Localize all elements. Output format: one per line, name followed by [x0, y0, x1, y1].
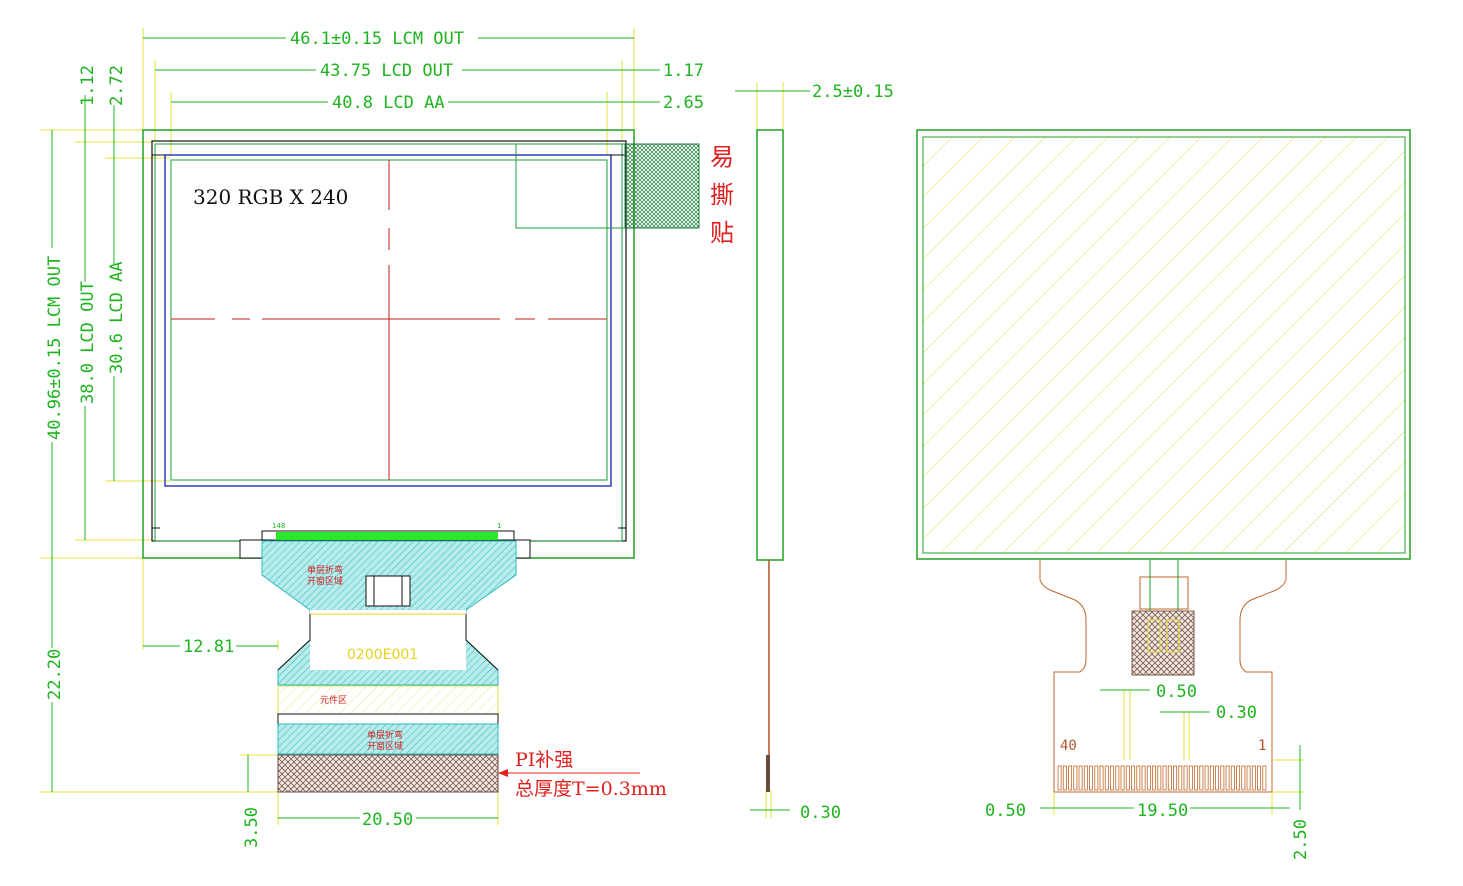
dim-offset-2-72: 2.72 — [107, 65, 127, 106]
bend-window-label-2b: 开窗区域 — [367, 740, 403, 752]
dim-pin-span: 19.50 — [1137, 801, 1188, 821]
part-number: 0200E001 — [347, 647, 418, 663]
fpc-pin — [1209, 765, 1214, 791]
fpc-pin — [1094, 765, 1099, 791]
fpc-pin-left-label: 148 — [272, 522, 285, 530]
back-view: 40 1 0.50 0.30 0.50 19.50 2.50 — [916, 129, 1411, 860]
fpc-pin — [1167, 765, 1172, 791]
easy-peel-char-2: 撕 — [710, 181, 734, 209]
fpc-pin — [1057, 765, 1062, 791]
bend-window-label-1a: 单层折弯 — [307, 564, 343, 576]
fpc-pin-row — [1057, 765, 1267, 791]
fpc-pin — [1099, 765, 1104, 791]
fpc-pin — [1241, 765, 1246, 791]
dim-stiffener-width: 20.50 — [362, 810, 413, 830]
fpc-pin — [1162, 765, 1167, 791]
fpc-pin — [1083, 765, 1088, 791]
pin-1-label: 1 — [1258, 738, 1266, 754]
easy-peel-char-1: 易 — [710, 143, 734, 171]
dim-lcd-aa-height: 30.6 LCD AA — [107, 261, 127, 374]
dim-module-thickness: 2.5±0.15 — [812, 82, 894, 102]
pin-40-label: 40 — [1060, 738, 1077, 754]
dim-lcm-out-height: 40.96±0.15 LCM OUT — [45, 256, 65, 440]
component-area-label: 元件区 — [320, 694, 347, 706]
fpc-pin — [1136, 765, 1141, 791]
fpc-pin — [1225, 765, 1230, 791]
fpc-pin — [1131, 765, 1136, 791]
fpc-pin — [1146, 765, 1151, 791]
fpc-pin — [1262, 765, 1267, 791]
fpc-pin — [1199, 765, 1204, 791]
fpc-pin — [1194, 765, 1199, 791]
dim-stiffener-height: 3.50 — [242, 807, 262, 848]
total-thickness-label: 总厚度T=0.3mm — [515, 778, 667, 800]
fpc-pin — [1062, 765, 1067, 791]
fpc-pin — [1246, 765, 1251, 791]
dim-pad-width: 0.30 — [1216, 703, 1257, 723]
fpc-pin — [1188, 765, 1193, 791]
fpc-pin — [1073, 765, 1078, 791]
dim-edge-margin: 0.50 — [985, 801, 1026, 821]
fpc-pin — [1173, 765, 1178, 791]
fpc-pin — [1204, 765, 1209, 791]
fpc-pin — [1068, 765, 1073, 791]
dim-lcd-out-width: 43.75 LCD OUT — [320, 61, 453, 81]
side-view: 2.5±0.15 0.30 — [735, 82, 894, 823]
fpc-pin — [1183, 765, 1188, 791]
fpc-pin — [1236, 765, 1241, 791]
fpc-pin — [1110, 765, 1115, 791]
fpc-pin — [1089, 765, 1094, 791]
dim-lcm-out-width: 46.1±0.15 LCM OUT — [290, 29, 464, 49]
dim-fpc-thickness: 0.30 — [800, 803, 841, 823]
dim-pad-pitch: 0.50 — [1156, 682, 1197, 702]
dim-lcd-aa-width: 40.8 LCD AA — [332, 93, 445, 113]
dim-lcd-out-height: 38.0 LCD OUT — [78, 281, 98, 404]
fpc-pin — [1178, 765, 1183, 791]
bend-window-label-2a: 单层折弯 — [367, 729, 403, 741]
fpc-pin — [1220, 765, 1225, 791]
dim-fpc-offset: 12.81 — [183, 637, 234, 657]
bend-window-label-1b: 开窗区域 — [307, 575, 343, 587]
fpc-pin — [1152, 765, 1157, 791]
pi-stiffener-label: PI补强 — [515, 749, 573, 771]
fpc-pin — [1125, 765, 1130, 791]
fpc-pin — [1104, 765, 1109, 791]
dim-offset-1-12: 1.12 — [78, 65, 98, 106]
fpc-pin — [1141, 765, 1146, 791]
fpc-pin — [1120, 765, 1125, 791]
fpc-pin — [1157, 765, 1162, 791]
fpc-pin — [1115, 765, 1120, 791]
dim-offset-2-65: 2.65 — [663, 93, 704, 113]
resolution-label: 320 RGB X 240 — [193, 185, 348, 209]
dim-offset-1-17: 1.17 — [663, 61, 704, 81]
dim-pin-length: 2.50 — [1291, 819, 1311, 860]
fpc-pin — [1230, 765, 1235, 791]
front-view: 320 RGB X 240 易 撕 贴 148 1 单层折弯 开窗区域 0200… — [40, 28, 734, 848]
fpc-pin — [1215, 765, 1220, 791]
fpc-pin-right-label: 1 — [497, 522, 501, 530]
fpc-pin — [1251, 765, 1256, 791]
dim-fpc-length: 22.20 — [45, 649, 65, 700]
fpc-pin — [1078, 765, 1083, 791]
fpc-pin — [1257, 765, 1262, 791]
easy-peel-char-3: 贴 — [710, 219, 734, 247]
